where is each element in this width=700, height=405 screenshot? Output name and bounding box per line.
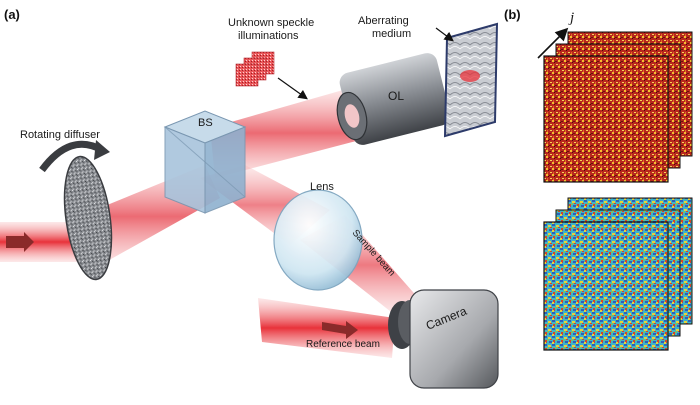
- speckle-frame-front: [543, 55, 669, 183]
- speckle-arrow-icon: [277, 77, 308, 100]
- lens-element: [273, 189, 363, 291]
- reference-beam-label: Reference beam: [306, 339, 380, 350]
- rotating-diffuser-disk: [63, 155, 113, 281]
- lens-label: Lens: [310, 181, 334, 193]
- ol-label: OL: [388, 89, 404, 103]
- stack-index-arrow-icon: [537, 27, 569, 59]
- bs-to-ol-beam: [210, 88, 360, 178]
- bs-label: BS: [198, 117, 213, 129]
- index-j-label: j: [568, 10, 574, 26]
- aberrating-label-1: Aberrating: [358, 15, 409, 27]
- aberrating-label-2: medium: [372, 28, 411, 40]
- panel-a-label: (a): [4, 7, 20, 22]
- objective-lens-aperture: [344, 104, 360, 128]
- bs-diagonal: [164, 126, 246, 198]
- input-beam-arrow-icon: [6, 232, 34, 252]
- focus-spot: [460, 70, 480, 82]
- aberrating-arrow-icon: [435, 27, 454, 42]
- rotating-diffuser-label: Rotating diffuser: [20, 129, 100, 141]
- phase-frame-front: [543, 221, 669, 351]
- speckle-thumb-3: [235, 63, 259, 87]
- panel-b-label: (b): [504, 7, 521, 22]
- unknown-speckle-label-2: illuminations: [238, 30, 299, 42]
- reference-beam-arrow-icon: [322, 321, 358, 339]
- camera-body: [409, 289, 499, 389]
- rotation-arrowhead-icon: [94, 140, 110, 160]
- unknown-speckle-label-1: Unknown speckle: [228, 17, 314, 29]
